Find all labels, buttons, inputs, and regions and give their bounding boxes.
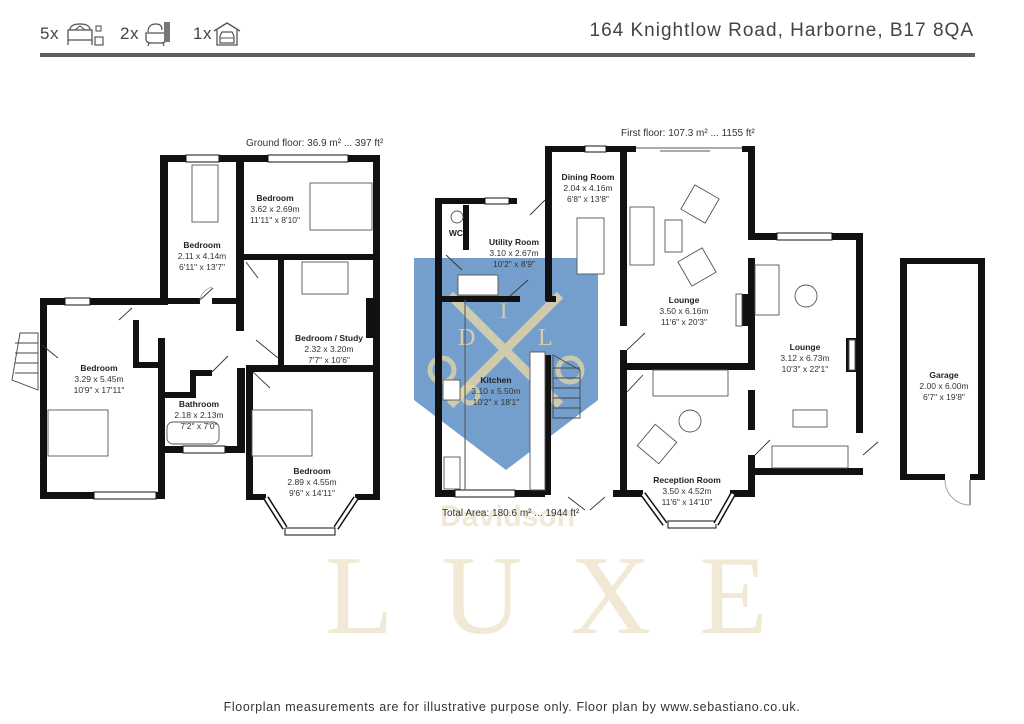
bed-icon bbox=[67, 23, 104, 46]
room-reception: Reception Room 3.50 x 4.52m 11'6" x 14'1… bbox=[653, 475, 721, 507]
watermark-davidson: Davidson bbox=[440, 500, 576, 533]
total-area: Total Area: 180.6 m² ... 1944 ft² bbox=[442, 508, 580, 519]
svg-text:D: D bbox=[458, 325, 475, 351]
header-divider bbox=[40, 53, 975, 57]
room-lounge-center: Lounge 3.50 x 6.16m 11'6" x 20'3" bbox=[659, 295, 709, 327]
room-bedroom-small: Bedroom 2.11 x 4.14m 6'11" x 13'7" bbox=[177, 240, 227, 272]
room-bedroom-study: Bedroom / Study 2.32 x 3.20m 7'7" x 10'6… bbox=[294, 333, 364, 365]
bathroom-count: 2x bbox=[120, 24, 139, 43]
room-lounge-right: Lounge 3.12 x 6.73m 10'3" x 22'1" bbox=[780, 342, 830, 374]
bedroom-count: 5x bbox=[40, 24, 59, 43]
property-address: 164 Knightlow Road, Harborne, B17 8QA bbox=[589, 20, 974, 41]
room-bedroom-left: Bedroom 3.29 x 5.45m 10'9" x 17'11" bbox=[73, 363, 125, 395]
room-bedroom-bay: Bedroom 2.89 x 4.55m 9'6" x 14'11" bbox=[287, 466, 337, 498]
first-floor-area: First floor: 107.3 m² ... 1155 ft² bbox=[621, 128, 755, 139]
watermark-luxe: LUXE bbox=[325, 534, 816, 658]
footer-disclaimer: Floorplan measurements are for illustrat… bbox=[223, 700, 801, 714]
svg-text:I: I bbox=[500, 298, 507, 323]
room-bedroom-top-right: Bedroom 3.62 x 2.69m 11'11" x 8'10" bbox=[249, 193, 301, 225]
room-kitchen: Kitchen 3.10 x 5.50m 10'2" x 18'1" bbox=[471, 375, 521, 407]
room-utility: Utility Room 3.10 x 2.67m 10'2" x 8'9" bbox=[488, 237, 540, 269]
svg-text:L: L bbox=[538, 325, 553, 351]
ground-floor-area: Ground floor: 36.9 m² ... 397 ft² bbox=[246, 138, 384, 149]
room-wc: WC bbox=[448, 228, 464, 238]
bath-icon bbox=[145, 22, 170, 46]
garage-icon bbox=[213, 22, 241, 46]
room-garage: Garage 2.00 x 6.00m 6'7" x 19'8" bbox=[919, 370, 969, 402]
room-bathroom: Bathroom 2.18 x 2.13m 7'2" x 7'0" bbox=[174, 399, 224, 431]
garage-count: 1x bbox=[193, 24, 212, 43]
room-dining: Dining Room 2.04 x 4.16m 6'8" x 13'8" bbox=[561, 172, 615, 204]
